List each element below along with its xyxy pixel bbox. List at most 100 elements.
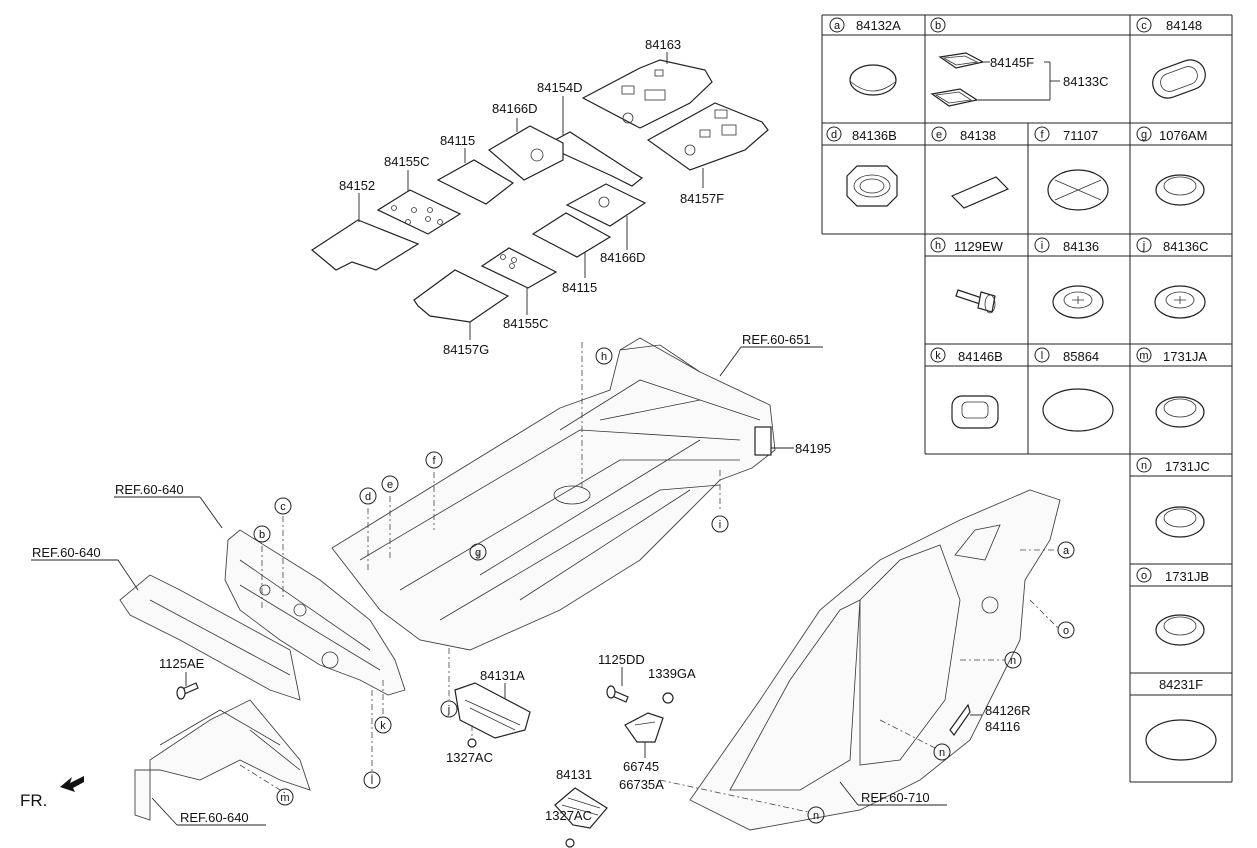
callout-circle <box>1136 567 1152 583</box>
label-66745: 66745 <box>623 759 659 774</box>
svg-text:m: m <box>280 792 289 804</box>
legend-cell-84231F: 84231F <box>1145 677 1217 761</box>
floor-mats-group: 84163 84157F 84154D 84166D 84115 84155C … <box>310 37 769 357</box>
legend-cell-a: a 84132A <box>829 17 901 96</box>
legend-cell-g: g 1076AM <box>1136 126 1207 206</box>
legend-letter: f <box>1040 129 1044 141</box>
octagon-plug-icon <box>846 165 898 207</box>
callout-circle <box>1136 347 1152 363</box>
ref-60-651: REF.60-651 <box>742 332 811 347</box>
label-1327AC-a: 1327AC <box>446 750 493 765</box>
label-84155C-top: 84155C <box>384 154 430 169</box>
parts-legend-table <box>821 14 1233 783</box>
flat-plug-icon <box>1154 285 1206 319</box>
svg-text:a: a <box>1063 545 1070 557</box>
mat-84155C-top <box>376 189 462 235</box>
legend-cell-f: f 71107 <box>1034 126 1109 211</box>
callout-circle <box>930 237 946 253</box>
bracket-66745 <box>624 712 664 743</box>
ellipse-pad-icon <box>1145 719 1217 761</box>
legend-cell-o: o 1731JB <box>1136 567 1209 646</box>
legend-cell-c: c 84148 <box>1136 17 1206 99</box>
svg-text:j: j <box>447 704 450 716</box>
label-1327AC-b: 1327AC <box>545 808 592 823</box>
label-84126R: 84126R <box>985 703 1031 718</box>
callout-f: f <box>425 451 443 469</box>
label-84131A: 84131A <box>480 668 525 683</box>
nut-1327AC <box>467 738 477 748</box>
legend-letter: i <box>1041 240 1043 252</box>
pad-84131 <box>554 787 608 829</box>
round-plug-icon <box>1155 614 1205 646</box>
label-66735A: 66735A <box>619 777 664 792</box>
part-84195 <box>754 426 772 456</box>
legend-cell-h: h 1129EW <box>930 237 1004 314</box>
round-plug-icon <box>1155 506 1205 538</box>
label-1125AE: 1125AE <box>159 656 205 671</box>
legend-sub-part-84133C: 84133C <box>1063 74 1109 89</box>
side-outer-panel <box>689 489 1061 831</box>
mat-84115-top <box>436 159 515 205</box>
legend-cell-d: d 84136B <box>826 126 898 207</box>
legend-cell-m: m 1731JA <box>1136 347 1207 428</box>
callout-g: g <box>469 543 487 561</box>
svg-text:n: n <box>939 747 945 759</box>
label-84195: 84195 <box>795 441 831 456</box>
mat-84157F <box>646 102 769 171</box>
mat-84155C-bottom <box>480 247 558 289</box>
callout-circle <box>930 347 946 363</box>
label-84115-top: 84115 <box>440 133 475 148</box>
mat-84157G <box>413 269 510 323</box>
dash-panel-assembly <box>224 529 406 696</box>
nut-1327AC <box>565 838 575 848</box>
svg-text:h: h <box>601 351 607 363</box>
legend-cell-j: j 84136C <box>1136 237 1209 319</box>
callout-circle <box>1136 457 1152 473</box>
callout-circle <box>1136 17 1152 33</box>
svg-text:d: d <box>365 491 371 503</box>
cowl-cross-member <box>119 574 301 701</box>
callout-circle <box>826 126 842 142</box>
round-plug-icon <box>1155 174 1205 206</box>
front-arrow-icon <box>60 776 84 792</box>
svg-text:b: b <box>259 529 265 541</box>
label-1339GA: 1339GA <box>648 666 696 681</box>
label-84116: 84116 <box>985 719 1020 734</box>
legend-cell-l: l 85864 <box>1034 347 1114 432</box>
legend-part-number: 84136C <box>1163 239 1209 254</box>
legend-part-number: 84132A <box>856 18 901 33</box>
label-84152: 84152 <box>339 178 375 193</box>
mat-84115-bottom <box>531 212 612 258</box>
callout-i: i <box>711 515 729 533</box>
svg-text:n: n <box>1010 655 1016 667</box>
legend-letter: l <box>1041 350 1043 362</box>
legend-letter: g <box>1141 129 1147 141</box>
callout-circle <box>829 17 845 33</box>
bolt-1125AE <box>176 682 199 700</box>
legend-letter: b <box>935 20 941 32</box>
callout-m: m <box>276 788 294 806</box>
label-84163: 84163 <box>645 37 681 52</box>
legend-cell-k: k 84146B <box>930 347 1003 429</box>
svg-text:e: e <box>387 479 393 491</box>
legend-letter: a <box>834 20 841 32</box>
legend-sub-part-84145F: 84145F <box>990 55 1034 70</box>
legend-part-number: 71107 <box>1063 128 1098 143</box>
callout-b: b <box>253 525 271 543</box>
bolt-icon <box>955 289 996 314</box>
callout-circle <box>1136 126 1152 142</box>
callout-n: n <box>1004 651 1022 669</box>
legend-letter: o <box>1141 570 1147 582</box>
legend-letter: j <box>1142 240 1145 252</box>
legend-letter: n <box>1141 460 1147 472</box>
cross-plug-icon <box>1047 169 1109 211</box>
legend-part-number: 84231F <box>1159 677 1203 692</box>
ref-60-710: REF.60-710 <box>861 790 930 805</box>
front-side-member <box>134 699 311 821</box>
legend-letter: m <box>1139 350 1148 362</box>
front-direction-label: FR. <box>20 791 47 810</box>
legend-letter: k <box>935 350 941 362</box>
callout-o: o <box>1057 621 1075 639</box>
mat-84152 <box>310 219 420 271</box>
